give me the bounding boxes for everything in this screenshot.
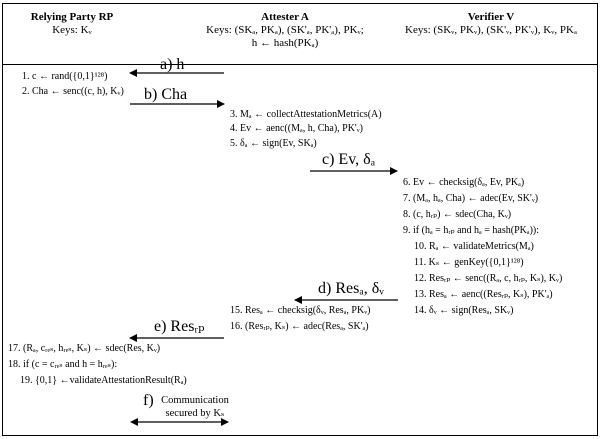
attester-step-5: 5. δₐ ← sign(Ev, SKₐ) [230,138,317,149]
message-a-label: a) h [160,56,185,73]
rp-step-2: 2. Cha ← senc((c, h), Kᵥ) [22,86,124,97]
rp-step-17: 17. (Rₐ, cᵣₑₛ, hᵣₑₛ, Kₛ) ← sdec(Res, Kᵥ) [8,343,161,354]
verifier-step-12: 12. Resᵣₚ ← senc((Rₐ, c, hᵣₚ, Kₛ), Kᵥ) [414,273,563,284]
verifier-step-9: 9. if (hₐ = hᵣₚ and hₐ = hash(PKₐ)): [403,225,540,236]
verifier-step-14: 14. δᵥ ← sign(Resₐ, SKᵥ) [414,305,514,316]
verifier-step-7: 7. (Mₐ, hₐ, Cha) ← adec(Ev, SK'ᵥ) [403,193,539,204]
attester-title: Attester A [261,11,309,23]
message-b-label: b) Cha [144,86,188,103]
message-e-label: e) Resᵣₚ [154,318,205,335]
message-d-label: d) Resₐ, δᵥ [318,280,384,297]
rp-step-19: 19. {0,1} ←validateAttestationResult(Rₐ) [20,375,187,386]
message-f-line1: Communication [161,395,229,406]
attester-step-3: 3. Mₐ ← collectAttestationMetrics(A) [230,109,382,120]
attester-hash: h ← hash(PKₐ) [251,37,319,49]
attester-step-16: 16. (Resᵣₚ, Kₛ) ← adec(Resₐ, SK'ₐ) [230,321,369,332]
header-divider [2,64,598,65]
rp-keys: Keys: Kᵥ [52,24,92,36]
verifier-keys: Keys: (SKᵥ, PKᵥ), (SK'ᵥ, PK'ᵥ), Kᵥ, PKₐ [405,24,577,36]
diagram-frame [2,3,598,436]
rp-header: Relying Party RP Keys: Kᵥ [12,11,132,37]
verifier-step-6: 6. Ev ← checksig(δₐ, Ev, PKₐ) [403,177,525,188]
attester-step-4: 4. Ev ← aenc((Mₐ, h, Cha), PK'ᵥ) [230,123,364,134]
verifier-title: Verifier V [467,11,515,23]
message-c-label: c) Ev, δₐ [322,151,376,168]
attester-step-15: 15. Resₐ ← checksig(δᵥ, Resₐ, PKᵥ) [230,305,371,316]
message-f-caption: Communication secured by Kₛ [157,394,233,420]
message-f-line2: secured by Kₛ [165,408,225,419]
verifier-header: Verifier V Keys: (SKᵥ, PKᵥ), (SK'ᵥ, PK'ᵥ… [386,11,596,37]
rp-step-1: 1. c ← rand({0,1}¹²⁸) [22,71,108,82]
message-f-letter: f) [143,392,154,409]
verifier-step-10: 10. Rₐ ← validateMetrics(Mₐ) [414,241,534,252]
verifier-step-8: 8. (c, hᵣₚ) ← sdec(Cha, Kᵥ) [403,209,512,220]
verifier-step-11: 11. Kₛ ← genKey({0,1}¹²⁸) [414,257,524,268]
rp-step-18: 18. if (c = cᵣₑₛ and h = hᵣₑₛ): [8,359,118,370]
attester-header: Attester A Keys: (SKₐ, PKₐ), (SK'ₐ, PK'ₐ… [190,11,380,50]
verifier-step-13: 13. Resₐ ← aenc((Resᵣₚ, Kₛ), PK'ₐ) [414,289,553,300]
rp-title: Relying Party RP [30,11,114,23]
attester-keys: Keys: (SKₐ, PKₐ), (SK'ₐ, PK'ₐ), PKᵥ; [206,24,364,36]
